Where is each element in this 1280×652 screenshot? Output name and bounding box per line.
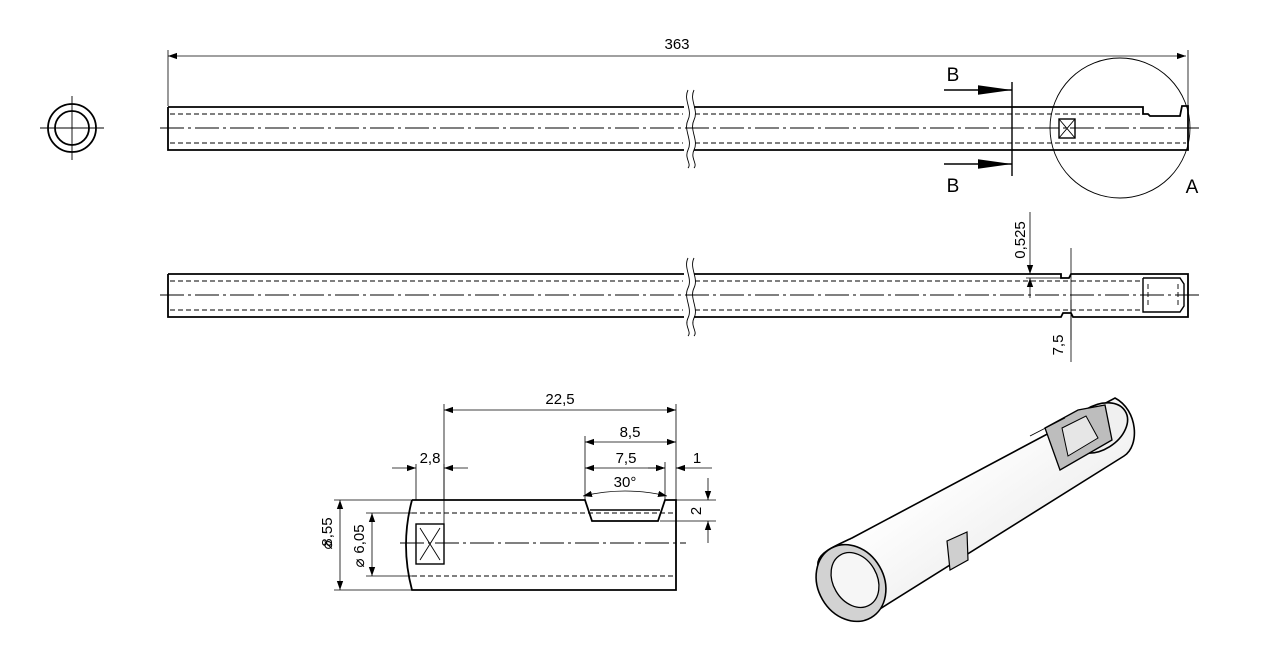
end-gap-label: 1 — [693, 450, 701, 467]
detail-view: 22,5 8,5 7,5 1 2,8 30° 2 ⌀ 8,55 — [319, 391, 716, 591]
groove-depth-label: 0,525 — [1012, 221, 1029, 259]
detail-view-window-cross-2 — [419, 527, 441, 561]
outer-diameter-symbol: ⌀ — [319, 540, 336, 549]
overall-length-label: 363 — [664, 36, 689, 53]
top-view-window — [1058, 118, 1076, 139]
inner-diameter-symbol: ⌀ — [351, 558, 368, 567]
detail-label-a: A — [1186, 177, 1199, 198]
detail-circle-a — [1049, 57, 1191, 199]
inner-diameter-label: 6,05 — [351, 524, 368, 553]
top-view: 363 A B B — [160, 36, 1200, 199]
slot-inner-width-label: 7,5 — [616, 450, 637, 467]
groove-position-label: 7,5 — [1050, 335, 1067, 356]
side-view-break-mark-right — [692, 257, 696, 337]
slot-angle-arc — [582, 490, 668, 497]
slot-angle-label: 30° — [614, 474, 637, 491]
isometric-bore-opening — [830, 551, 880, 609]
isometric-side-window — [946, 531, 969, 571]
side-view: 0,525 7,5 — [160, 212, 1200, 362]
isometric-edge-line — [1029, 417, 1066, 437]
outer-diameter-label: 8,55 — [319, 517, 336, 546]
isometric-view — [815, 397, 1136, 623]
section-label-top: B — [947, 65, 960, 86]
detail-view-window — [415, 523, 445, 565]
detail-view-outline — [405, 499, 677, 591]
isometric-end-slot-inner — [1061, 415, 1099, 457]
top-view-break-mark-right — [692, 89, 696, 169]
slot-offset-label: 22,5 — [545, 391, 574, 408]
top-view-break-mark-left — [686, 89, 690, 169]
side-view-tube-outline — [167, 273, 1189, 318]
top-view-window-cross-2 — [1058, 118, 1076, 139]
slot-outer-width-label: 8,5 — [620, 424, 641, 441]
window-width-label: 2,8 — [420, 450, 441, 467]
side-view-break-mark-left — [686, 257, 690, 337]
side-view-end-window — [1142, 277, 1185, 313]
slot-depth-label: 2 — [688, 507, 705, 515]
section-label-bottom: B — [947, 176, 960, 197]
end-view — [40, 96, 104, 160]
